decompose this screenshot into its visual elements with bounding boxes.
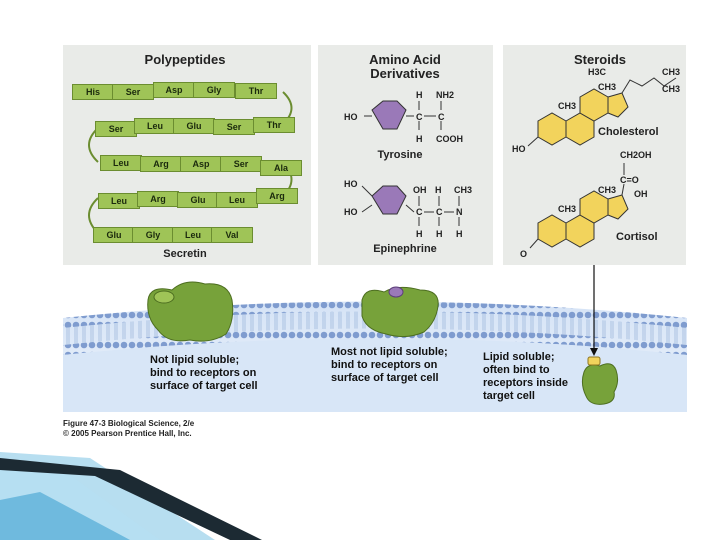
chol-ch3-d: CH3 (662, 84, 680, 94)
aa-11: Leu (100, 155, 142, 171)
epi-c1: C (416, 207, 423, 217)
steroid-hormone (587, 356, 601, 366)
chol-ho: HO (512, 144, 526, 154)
aa-21: Glu (93, 227, 135, 243)
epi-ho1: HO (344, 179, 358, 189)
cort-oh: OH (634, 189, 648, 199)
chol-ch3-a: CH3 (558, 101, 576, 111)
aa-6: Ser (95, 121, 137, 137)
chol-ch3-c: CH3 (662, 67, 680, 77)
cort-o: O (520, 249, 527, 259)
amino-acid-title-1: Amino Acid (369, 52, 441, 67)
epi-h4: H (456, 229, 463, 239)
epi-c2: C (436, 207, 443, 217)
chol-h3c: H3C (588, 67, 607, 77)
tyrosine-ring (371, 100, 407, 130)
epi-ch3: CH3 (454, 185, 472, 195)
cortisol-label: Cortisol (616, 231, 658, 243)
cholesterol-label: Cholesterol (598, 126, 659, 138)
aa-10: Thr (253, 117, 295, 133)
aa-12: Arg (140, 156, 182, 172)
arrow-head (590, 348, 598, 356)
epi-oh: OH (413, 185, 427, 195)
tyr-nh2: NH2 (436, 90, 454, 100)
amino-acid-panel (318, 45, 493, 265)
tyrosine-label: Tyrosine (377, 149, 423, 161)
epinephrine-hormone (388, 286, 404, 298)
cort-co: C=O (620, 175, 639, 185)
aa-24: Val (211, 227, 253, 243)
epinephrine-label: Epinephrine (373, 243, 437, 255)
figure-caption-1: Figure 47-3 Biological Science, 2/e (63, 419, 195, 428)
tyr-c2: C (438, 112, 445, 122)
aa-16: Leu (98, 193, 140, 209)
cort-ch2oh: CH2OH (620, 150, 652, 160)
chol-ch3-b: CH3 (598, 82, 616, 92)
secretin-hormone (153, 290, 175, 304)
epi-h1: H (435, 185, 442, 195)
polypeptides-title: Polypeptides (144, 52, 226, 67)
cortisol-rings (537, 190, 629, 248)
epi-h3: H (436, 229, 443, 239)
amino-acid-title-2: Derivatives (370, 66, 440, 81)
epi-h2: H (416, 229, 423, 239)
tyr-cooh: COOH (436, 134, 463, 144)
epi-ho2: HO (344, 207, 358, 217)
tyr-ho: HO (344, 112, 358, 122)
aa-18: Glu (177, 192, 219, 208)
intracellular-receptor (581, 363, 619, 405)
epi-n: N (456, 207, 463, 217)
aa-20: Arg (256, 188, 298, 204)
surface-receptor-middle (361, 286, 439, 338)
tyr-h1: H (416, 90, 423, 100)
secretin-label: Secretin (163, 248, 207, 260)
aa-15: Ala (260, 160, 302, 176)
aa-5: Thr (235, 83, 277, 99)
figure-caption-2: © 2005 Pearson Prentice Hall, Inc. (63, 429, 192, 438)
steroids-title: Steroids (573, 52, 626, 67)
aa-4: Gly (193, 82, 235, 98)
epinephrine-ring (371, 185, 407, 215)
tyr-c1: C (416, 112, 423, 122)
cholesterol-rings (537, 88, 629, 146)
cort-ch3-a: CH3 (598, 185, 616, 195)
tyr-h2: H (416, 134, 423, 144)
aa-9: Ser (213, 119, 255, 135)
cort-ch3-b: CH3 (558, 204, 576, 214)
